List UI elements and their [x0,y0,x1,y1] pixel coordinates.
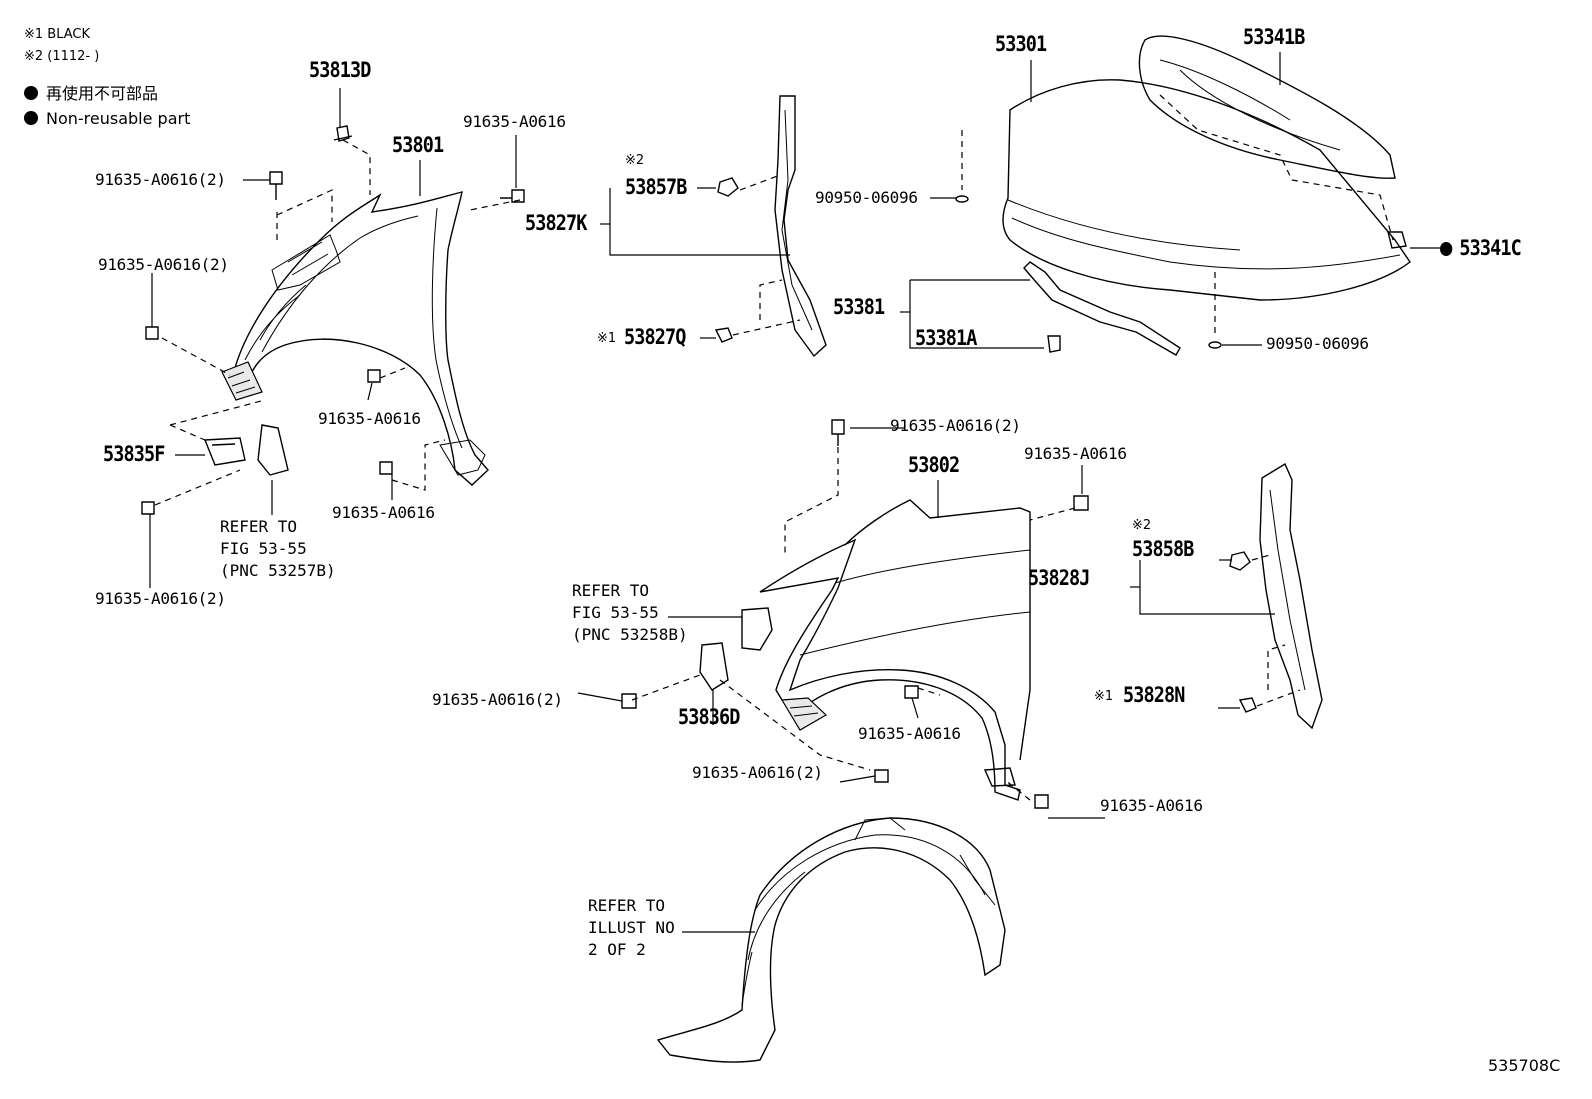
label-53857B[interactable]: 53857B [625,175,687,199]
note1-marker-a: ※1 [597,331,617,346]
refer-fig-53257B: REFER TO FIG 53-55 (PNC 53257B) [220,517,336,580]
right-liner-53828J [1130,462,1323,730]
bracket-53836D [668,607,773,725]
label-90950-06096-b[interactable]: 90950-06096 [1266,334,1369,353]
label-90950-06096-a[interactable]: 90950-06096 [815,188,918,207]
note2-marker-a: ※2 [625,153,645,168]
label-53828N[interactable]: 53828N [1123,683,1185,707]
refer-fig-53258B: REFER TO FIG 53-55 (PNC 53258B) [572,581,688,644]
fender-liner-illust [656,817,1006,1063]
label-91635-a0616-c[interactable]: 91635-A0616 [332,503,435,522]
label-91635-a0616-2-b[interactable]: 91635-A0616(2) [98,255,229,274]
non-reusable-bullet-icon [24,86,38,100]
refer-illust-2-of-2: REFER TO ILLUST NO 2 OF 2 [588,896,675,959]
label-53381A[interactable]: 53381A [915,326,977,350]
label-91635-a0616-e[interactable]: 91635-A0616 [1024,444,1127,463]
note-black: ※1 BLACK [24,27,91,42]
label-53813D[interactable]: 53813D [309,58,371,82]
note2-marker-b: ※2 [1132,518,1152,533]
label-53835F[interactable]: 53835F [103,442,165,466]
left-fender-53801 [221,191,489,486]
label-91635-a0616-mid[interactable]: 91635-A0616 [318,409,421,428]
label-53836D[interactable]: 53836D [678,705,740,729]
label-53858B[interactable]: 53858B [1132,537,1194,561]
hood-53301 [930,35,1440,349]
label-91635-a0616-2-c[interactable]: 91635-A0616(2) [95,589,226,608]
label-53827Q[interactable]: 53827Q [624,325,686,349]
label-53801[interactable]: 53801 [392,133,444,157]
label-91635-a0616-f[interactable]: 91635-A0616 [858,724,961,743]
right-fender-53802 [577,419,1105,819]
note-date-range: ※2 (1112- ) [24,49,100,64]
bracket-53835F [203,424,289,476]
left-liner-53827K [600,95,827,358]
label-91635-a0616-2-d[interactable]: 91635-A0616(2) [890,416,1021,435]
legend-non-reusable-jp: 再使用不可部品 [24,86,158,102]
label-53828J[interactable]: 53828J [1028,566,1090,590]
label-91635-a0616-2-f[interactable]: 91635-A0616(2) [692,763,823,782]
label-53802[interactable]: 53802 [908,453,960,477]
label-53827K[interactable]: 53827K [525,211,587,235]
legend-non-reusable-en: Non-reusable part [24,111,190,127]
label-91635-a0616-2-e[interactable]: 91635-A0616(2) [432,690,563,709]
drawing-number: 535708C [1488,1056,1561,1075]
label-53381[interactable]: 53381 [833,295,885,319]
label-91635-a0616-2-a[interactable]: 91635-A0616(2) [95,170,226,189]
label-53341C[interactable]: 53341C [1440,238,1522,259]
hood-seal-53381 [900,261,1181,356]
label-91635-a0616-top[interactable]: 91635-A0616 [463,112,566,131]
left-fender-dashes [154,139,521,506]
label-53341B[interactable]: 53341B [1243,25,1305,49]
note1-marker-b: ※1 [1094,689,1114,704]
non-reusable-bullet-icon [1440,242,1453,256]
label-53301[interactable]: 53301 [995,32,1047,56]
label-91635-a0616-g[interactable]: 91635-A0616 [1100,796,1203,815]
non-reusable-bullet-icon [24,111,38,125]
left-fender-leaders [149,88,517,588]
